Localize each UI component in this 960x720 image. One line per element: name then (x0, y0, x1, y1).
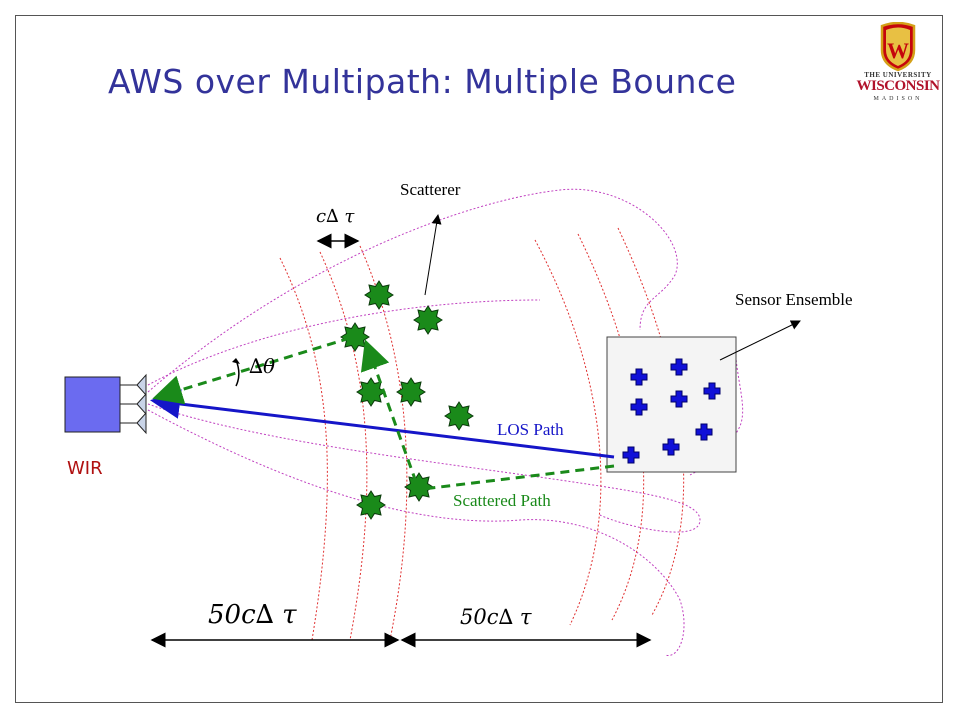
scatterer (444, 401, 474, 431)
beam-outline-top-inner (147, 299, 541, 386)
scatterer (356, 377, 386, 407)
scattered-path-segment-1 (422, 464, 615, 491)
los-path-label: LOS Path (497, 420, 564, 439)
scattered-path-label: Scattered Path (453, 491, 551, 510)
beam-outline-outer (147, 188, 678, 393)
scattered-path-segment-3 (152, 336, 351, 405)
wavefront-3 (359, 245, 408, 641)
antenna-element (136, 373, 147, 397)
scatterer-label: Scatterer (400, 180, 461, 199)
svg-text:W: W (887, 38, 909, 63)
scatterer-pointer (424, 214, 442, 296)
sensor-array (622, 358, 721, 464)
sensor-ensemble-pointer (719, 320, 801, 361)
scatterer-group (340, 280, 474, 520)
sensor (630, 398, 648, 416)
wavefront-1 (279, 257, 328, 641)
sensor (662, 438, 680, 456)
scatterer (340, 322, 370, 352)
antenna-element (136, 411, 147, 435)
wavefront-spacing-label: c∆ τ (316, 206, 355, 227)
university-logo: W THE UNIVERSITY WISCONSIN MADISON (852, 21, 944, 122)
receiver-box (64, 376, 121, 433)
slide-title: AWS over Multipath: Multiple Bounce (108, 62, 737, 101)
range-left-label: 50c∆ τ (208, 600, 297, 630)
angle-label: ∆θ (249, 354, 276, 378)
sensor (695, 423, 713, 441)
scatterer (356, 490, 386, 520)
crest-icon: W (880, 21, 916, 72)
beam-outline-lower (147, 403, 701, 533)
sensor (703, 382, 721, 400)
wavefront-4 (534, 239, 602, 626)
scatterer (404, 472, 434, 502)
scatterer (413, 305, 443, 335)
antenna-elements (120, 373, 147, 435)
los-path-arrow (150, 389, 615, 459)
angle-arc (235, 359, 240, 387)
sensor-ensemble-label: Sensor Ensemble (735, 290, 853, 309)
sensor (630, 368, 648, 386)
scatterer (396, 377, 426, 407)
slide-frame (15, 15, 943, 703)
sensor (622, 446, 640, 464)
logo-line-1: THE UNIVERSITY (864, 71, 932, 79)
range-right-label: 50c∆ τ (460, 605, 532, 629)
logo-line-2: WISCONSIN (856, 78, 940, 94)
scatterer (364, 280, 394, 310)
scattered-path-segment-2 (360, 339, 418, 483)
sensor (670, 390, 688, 408)
wir-label: WIR (67, 458, 103, 479)
sensor (670, 358, 688, 376)
logo-line-3: MADISON (873, 96, 923, 102)
antenna-element (136, 392, 147, 416)
